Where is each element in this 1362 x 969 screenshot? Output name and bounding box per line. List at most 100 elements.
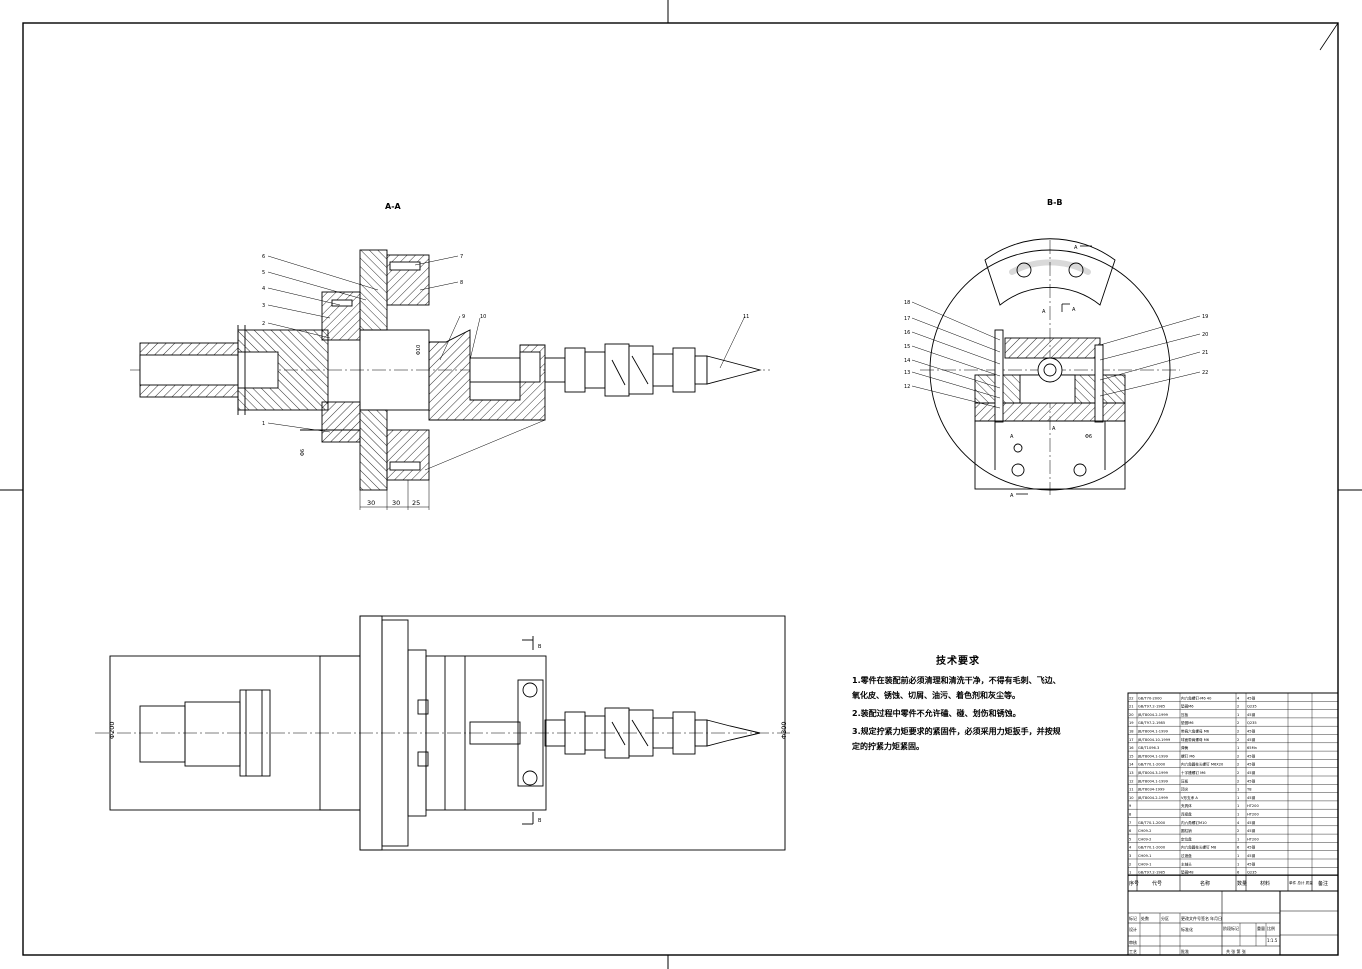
callout-15: 15 — [904, 344, 910, 350]
bom-cell: 顶尖 — [1181, 787, 1189, 792]
bb-dim-diameter: Φ6 — [1085, 434, 1092, 440]
bom-header-qty: 数量 — [1237, 880, 1247, 887]
bom-header-no: 序号 — [1129, 880, 1139, 887]
section-mark-a-2: A — [1042, 309, 1046, 315]
bom-cell: GB/T70.1-2000 — [1138, 821, 1166, 825]
callout-2: 2 — [262, 321, 265, 327]
tech-requirement-1: 1.零件在装配前必须清理和清洗干净，不得有毛刺、飞边、氧化皮、锈蚀、切屑、油污、… — [852, 676, 1061, 700]
stage-header-scale: 比例 — [1267, 925, 1275, 931]
dim-width-2: 30 — [392, 499, 400, 507]
bom-cell: 17 — [1129, 738, 1134, 742]
callout-8: 8 — [460, 280, 463, 286]
bom-cell: JB/T8004.1-1999 — [1137, 730, 1169, 734]
bom-cell: 1 — [1237, 788, 1239, 792]
callout-22: 22 — [1202, 370, 1208, 376]
bom-cell: 19 — [1129, 721, 1134, 725]
section-view-aa: A-A — [130, 202, 770, 510]
bom-cell: 2 — [1237, 771, 1239, 775]
bom-cell: Q235 — [1247, 871, 1257, 875]
bom-cell: 1 — [1237, 804, 1239, 808]
aa-labels: 30 30 25 Φ6 Φ10 1 2 3 4 5 6 7 8 9 10 11 — [262, 254, 749, 507]
callout-21: 21 — [1202, 350, 1208, 356]
bom-cell: 45钢 — [1247, 845, 1256, 850]
bom-cell: HT200 — [1247, 813, 1259, 817]
bom-cell: 带肩六角螺母 M6 — [1181, 729, 1210, 734]
bom-cell: 2 — [1237, 779, 1239, 783]
bom-header-name: 名称 — [1200, 880, 1210, 887]
bom-cell: 螺钉 M6 — [1181, 753, 1195, 758]
dim-width-3: 25 — [412, 499, 420, 507]
bom-cell: 65Mn — [1247, 746, 1257, 750]
callout-3: 3 — [262, 303, 265, 309]
bom-cell: GB/T97.2-1985 — [1138, 721, 1165, 725]
section-mark-b-bottom: B — [538, 818, 542, 824]
callout-18: 18 — [904, 300, 910, 306]
bom-cell: 45钢 — [1247, 729, 1256, 734]
bom-cell: 内六角螺钉-M6 40 — [1181, 695, 1212, 700]
bom-cell: 1 — [1237, 796, 1239, 800]
label-approve: 批准 — [1181, 948, 1189, 954]
bom-cell: GB/T97.2-1985 — [1138, 705, 1165, 709]
bb-labels: A A A A A A Φ6 12 13 14 15 16 17 18 19 2… — [904, 245, 1208, 499]
label-design: 设计 — [1129, 926, 1137, 932]
bom-cell: 1 — [1237, 813, 1239, 817]
bom-cell: 10 — [1129, 796, 1134, 800]
bom-cell: JB/T8004.10-1999 — [1137, 738, 1171, 742]
bom-cell: 1 — [1237, 837, 1239, 841]
bom-cell: 2 — [1237, 730, 1239, 734]
bom-cell: 垫圈M8 — [1181, 870, 1194, 875]
bom-cell: 45钢 — [1247, 695, 1256, 700]
bom-cell: V形支承 A — [1181, 795, 1198, 800]
callout-19: 19 — [1202, 314, 1208, 320]
bom-cell: 内六角圆柱头螺钉 M8 — [1181, 845, 1217, 850]
bom-cell: 6 — [1237, 846, 1240, 850]
bom-cell: Q235 — [1247, 721, 1257, 725]
bom-cell: 1 — [1129, 871, 1131, 875]
callout-11: 11 — [743, 314, 749, 320]
bom-cell: 6 — [1129, 829, 1132, 833]
bom-cell: 弹簧 — [1181, 745, 1189, 750]
bom-cell: 45钢 — [1247, 861, 1256, 866]
bom-cell: 45钢 — [1247, 753, 1256, 758]
bom-cell: CH09-1 — [1138, 854, 1151, 858]
bom-cell: GB/T70.1-2000 — [1138, 763, 1166, 767]
bom-cell: JB/T8004.1-1999 — [1137, 754, 1169, 758]
bom-cell: 4 — [1237, 696, 1240, 700]
rev-header-date: 年月日 — [1210, 915, 1222, 921]
bom-cell: 45钢 — [1247, 770, 1256, 775]
bom-cell: 压板 — [1181, 712, 1189, 717]
bom-cell: GB/T70-2000 — [1138, 696, 1162, 700]
bom-cell: 8 — [1129, 813, 1132, 817]
label-standardization: 标准化 — [1181, 926, 1193, 932]
rev-header-zone: 分区 — [1161, 915, 1169, 921]
section-mark-b-top: B — [538, 644, 542, 650]
callout-10: 10 — [480, 314, 486, 320]
bom-cell: CH09-1 — [1138, 862, 1151, 866]
bom-cell: 11 — [1129, 788, 1134, 792]
bom-cell: 内六角圆柱头螺钉 M6X20 — [1181, 762, 1224, 767]
bom-cell: 45钢 — [1247, 737, 1256, 742]
bom-cell: JB/T8004.3-1999 — [1137, 771, 1169, 775]
label-process: 工艺 — [1129, 949, 1137, 954]
bom-cell: 1 — [1237, 862, 1239, 866]
bom-cell: 45钢 — [1247, 762, 1256, 767]
dim-width-1: 30 — [367, 499, 375, 507]
tech-requirement-3: 3.规定拧紧力矩要求的紧固件，必须采用力矩扳手，并按规定的拧紧力矩紧固。 — [852, 727, 1061, 751]
bom-cell: GB/T97.2-1985 — [1138, 871, 1165, 875]
bom-cell: 45钢 — [1247, 795, 1256, 800]
bom-cell: 2 — [1237, 763, 1239, 767]
callout-6: 6 — [262, 254, 265, 260]
bom-cell: CH09-2 — [1138, 837, 1151, 841]
section-mark-a-1: A — [1074, 245, 1078, 251]
callout-12: 12 — [904, 384, 910, 390]
callout-16: 16 — [904, 330, 910, 336]
bom-cell: JB/T8004.1-1999 — [1137, 779, 1169, 783]
plan-dim-right: Φ300 — [780, 721, 788, 739]
bom-cell: 2 — [1129, 862, 1131, 866]
plan-dim-left: Φ200 — [108, 721, 116, 739]
section-mark-a-3: A — [1072, 307, 1076, 313]
bom-header-material: 材料 — [1260, 880, 1270, 887]
